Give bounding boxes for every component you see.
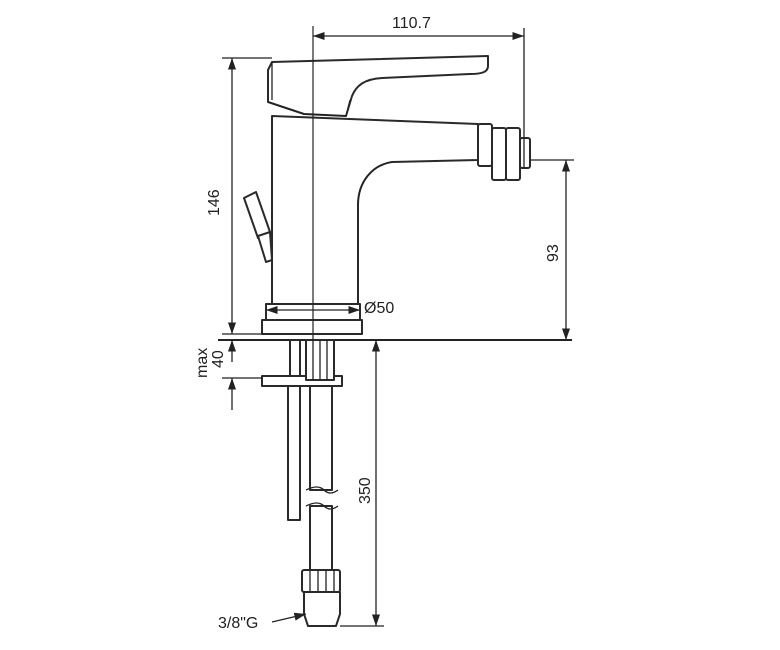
tap-body <box>271 115 479 305</box>
mounting-stud <box>289 339 301 377</box>
thread-leader <box>271 612 307 623</box>
dim-max-label: max <box>194 348 211 378</box>
dim-50-label: Ø50 <box>364 300 394 317</box>
aerator-ring-1 <box>477 123 493 167</box>
popup-rod <box>257 231 273 263</box>
popup-knob <box>243 191 271 239</box>
hose-break-top <box>305 486 339 494</box>
thread-label: 3/8"G <box>218 615 258 632</box>
hose-lower <box>309 505 333 571</box>
popup-rod-lower <box>287 385 301 521</box>
hose-break-bottom <box>305 502 339 510</box>
aerator-cap <box>519 137 531 169</box>
dim-40-label: 40 <box>210 350 227 368</box>
dim-110-label: 110.7 <box>392 15 431 32</box>
aerator-ring-2 <box>491 127 507 181</box>
dim-93-label: 93 <box>545 244 562 262</box>
hose-end-nut <box>303 591 341 627</box>
lever-handle <box>267 55 489 117</box>
lever-base <box>267 99 351 117</box>
dim-146-label: 146 <box>206 189 223 216</box>
hose-upper <box>309 385 333 491</box>
fixing-washer <box>261 375 343 387</box>
aerator-ring-3 <box>505 127 521 181</box>
base-plate-lower <box>261 319 363 335</box>
dim-350-label: 350 <box>357 477 374 504</box>
spout-inner-curve <box>357 161 393 206</box>
